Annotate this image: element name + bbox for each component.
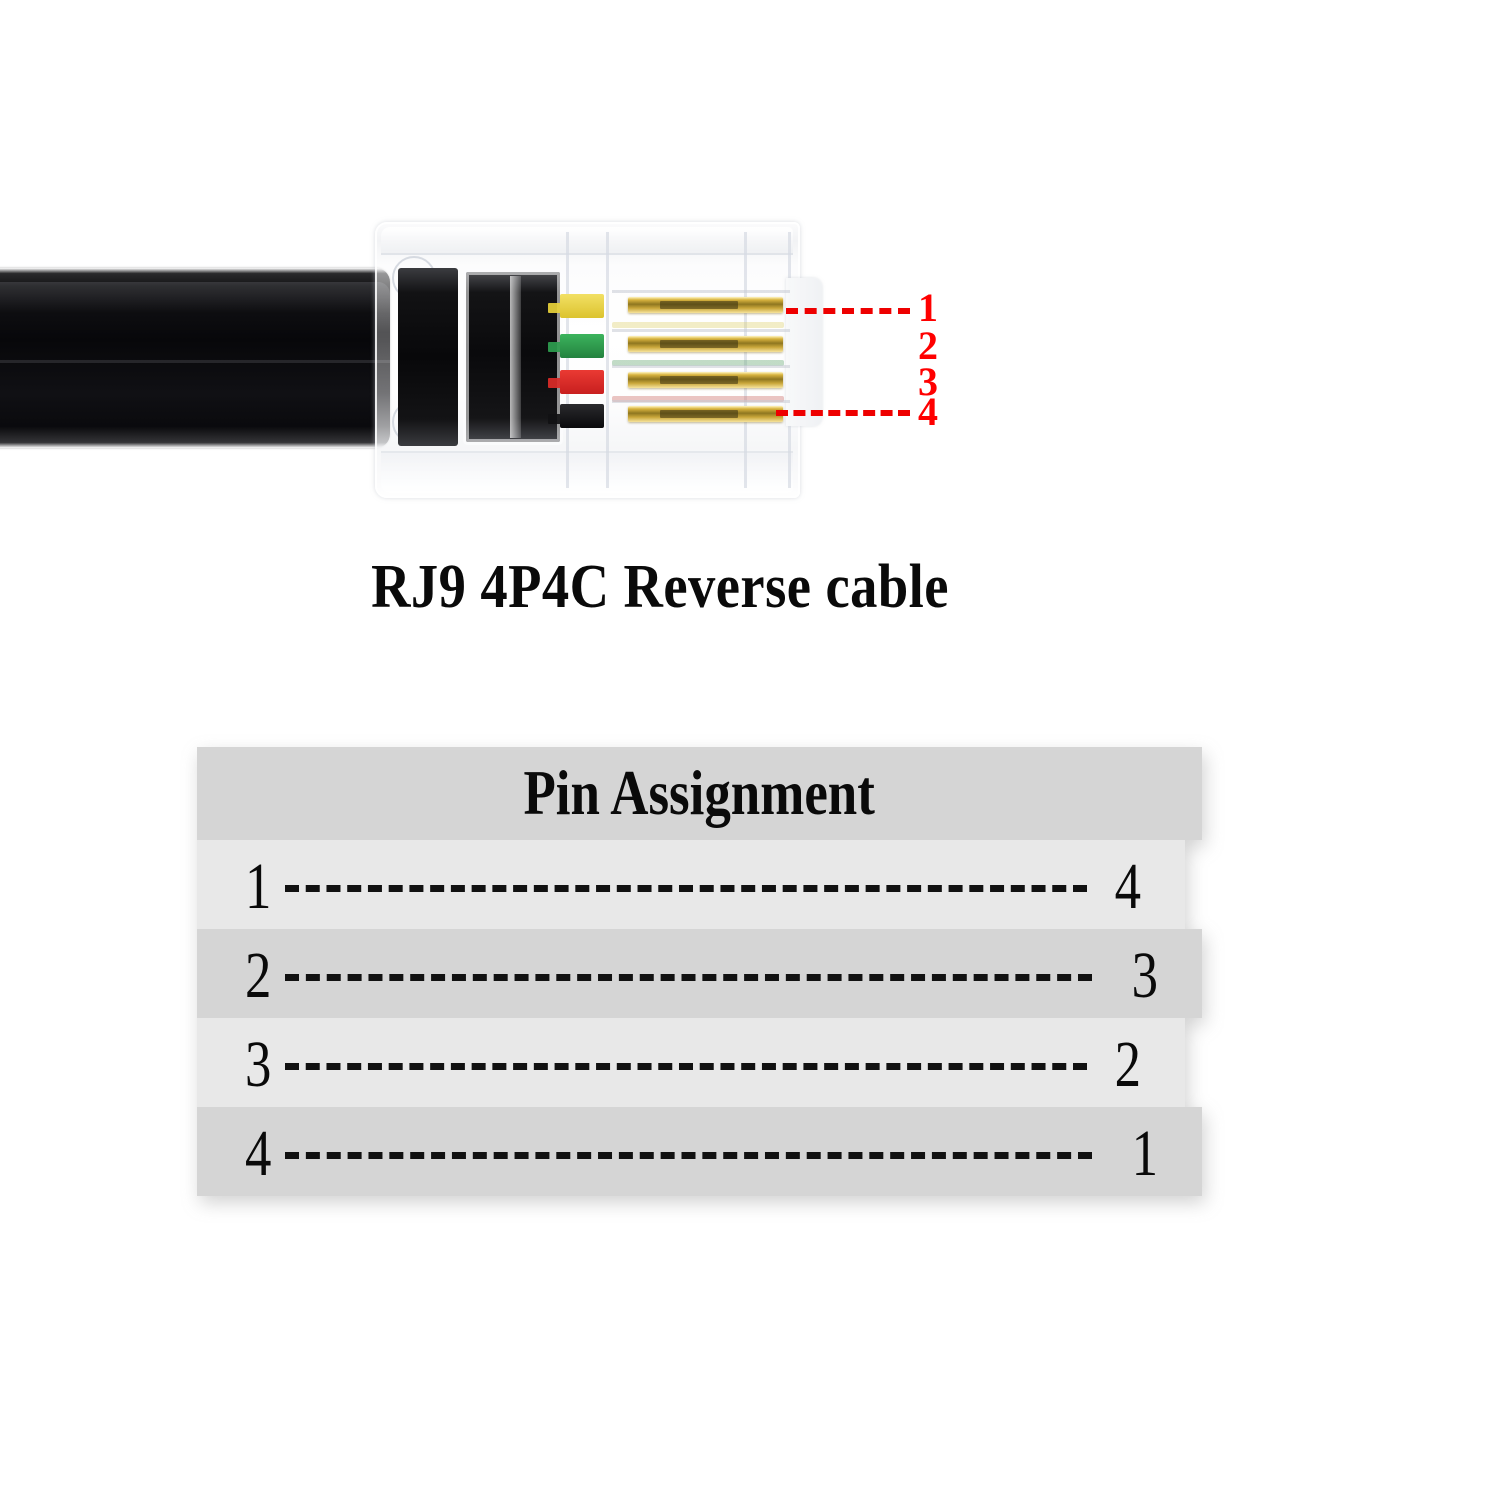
pin-slot-4 <box>612 400 790 403</box>
callout-label-pin-2: 2 <box>918 323 938 368</box>
pin-left-3: 3 <box>245 1028 272 1101</box>
callout-line-pin-4 <box>776 410 910 416</box>
pin-shadow-3 <box>660 376 738 384</box>
pin-left-2: 2 <box>245 939 272 1012</box>
conductor-tail-yellow <box>548 303 564 313</box>
cable-seam <box>0 360 390 363</box>
connector-photo: 1 2 3 4 <box>0 0 1500 540</box>
pin-assignment-title: Pin Assignment <box>197 747 1202 840</box>
black-flat-cable <box>0 268 390 448</box>
pin-assignment-title-text: Pin Assignment <box>523 758 876 828</box>
pin-assignment-table: Pin Assignment 1 4 2 3 3 2 4 1 <box>197 747 1202 1196</box>
callout-label-pin-1: 1 <box>918 285 938 330</box>
table-row: 4 1 <box>197 1107 1202 1196</box>
housing-pin-tab <box>786 278 822 426</box>
pin-link-2 <box>285 973 1092 981</box>
pin-slot-3 <box>612 365 790 368</box>
callout-line-pin-1 <box>786 308 910 314</box>
pin-shadow-1 <box>660 301 738 309</box>
pin-shadow-4 <box>660 410 738 418</box>
pin-slot-1 <box>612 290 790 293</box>
pin-link-4 <box>285 1151 1092 1159</box>
housing-edge-3 <box>744 232 747 488</box>
pin-right-3: 2 <box>1114 1028 1141 1101</box>
table-row: 2 3 <box>197 929 1202 1018</box>
pin-left-4: 4 <box>245 1117 272 1190</box>
conductor-green <box>560 334 604 358</box>
conductor-tail-green <box>548 342 564 352</box>
streak-green <box>612 360 784 366</box>
streak-yellow <box>612 322 784 328</box>
pin-right-2: 3 <box>1131 939 1158 1012</box>
housing-top-rim <box>381 227 793 255</box>
pin-link-1 <box>285 884 1087 892</box>
conductor-tail-black <box>548 414 564 424</box>
housing-bottom-rim <box>381 451 793 493</box>
housing-edge-2 <box>606 232 609 488</box>
callout-label-pin-4: 4 <box>918 389 938 434</box>
pin-left-1: 1 <box>245 850 272 923</box>
product-caption: RJ9 4P4C Reverse cable <box>371 553 949 621</box>
strain-relief-block <box>398 268 458 446</box>
callout-label-pin-3: 3 <box>918 359 938 404</box>
conductor-black <box>560 404 604 428</box>
cable-highlight <box>0 282 390 312</box>
pin-slot-2 <box>612 329 790 332</box>
conductor-tail-red <box>548 378 564 388</box>
conductor-yellow <box>560 294 604 318</box>
table-row: 1 4 <box>197 840 1185 929</box>
inner-wire-highlight <box>510 276 521 438</box>
pin-right-1: 4 <box>1114 850 1141 923</box>
streak-red <box>612 396 784 402</box>
pin-link-3 <box>285 1062 1087 1070</box>
pin-shadow-2 <box>660 340 738 348</box>
table-row: 3 2 <box>197 1018 1185 1107</box>
pin-right-4: 1 <box>1131 1117 1158 1190</box>
conductor-red <box>560 370 604 394</box>
housing-edge-1 <box>566 232 569 488</box>
